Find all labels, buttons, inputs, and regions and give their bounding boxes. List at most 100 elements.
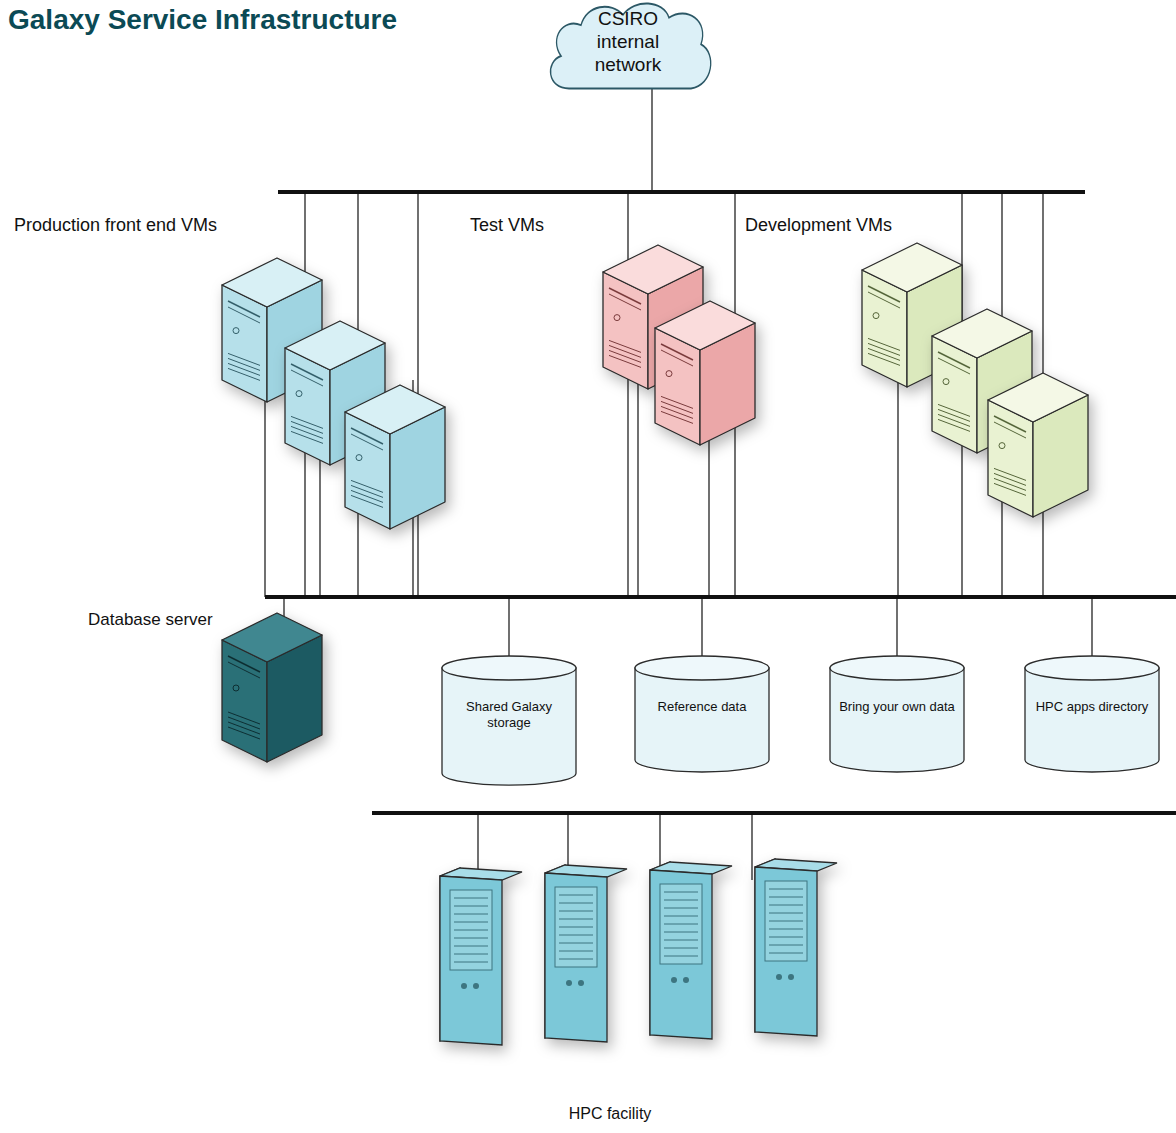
rack-vent bbox=[454, 938, 488, 939]
server-top bbox=[222, 613, 322, 662]
rack-vent bbox=[454, 954, 488, 955]
server-vent bbox=[291, 426, 323, 438]
storage-cylinder: Shared Galaxy storage bbox=[441, 655, 577, 786]
server-vent bbox=[868, 343, 900, 355]
server-slot bbox=[291, 370, 323, 386]
network-wire bbox=[508, 597, 509, 660]
cylinder-top bbox=[442, 656, 576, 680]
server-vent bbox=[351, 490, 383, 502]
server-vent bbox=[351, 480, 383, 492]
server-button bbox=[356, 455, 362, 461]
rack-vent bbox=[664, 940, 698, 941]
server-vent bbox=[938, 404, 970, 416]
server-button bbox=[999, 443, 1005, 449]
server-vent bbox=[868, 338, 900, 350]
server-top bbox=[345, 385, 445, 434]
server-button bbox=[666, 371, 672, 377]
network-wire bbox=[897, 380, 898, 597]
hpc-rack-icon bbox=[440, 868, 522, 1045]
server-vent bbox=[609, 340, 641, 352]
server-vent bbox=[994, 483, 1026, 495]
rack-vent bbox=[559, 911, 593, 912]
test-vm-icon bbox=[655, 301, 755, 445]
rack-vent bbox=[769, 937, 803, 938]
server-vent bbox=[228, 717, 260, 729]
hpc-rack-icon bbox=[545, 865, 627, 1042]
server-top bbox=[655, 301, 755, 350]
server-vent bbox=[661, 396, 693, 408]
server-vent bbox=[661, 401, 693, 413]
server-label: Database server bbox=[88, 610, 213, 630]
rack-vent bbox=[454, 906, 488, 907]
server-button bbox=[614, 315, 620, 321]
server-vent bbox=[351, 495, 383, 507]
hpc-rack-icon bbox=[650, 862, 732, 1039]
server-vent bbox=[228, 363, 260, 375]
rack-vent bbox=[559, 943, 593, 944]
rack-vent bbox=[769, 929, 803, 930]
database-server-icon bbox=[222, 613, 322, 762]
server-vent bbox=[228, 722, 260, 734]
server-top bbox=[603, 245, 703, 294]
network-bus bbox=[265, 595, 1176, 599]
rack-vent bbox=[559, 895, 593, 896]
server-slot bbox=[994, 422, 1026, 438]
node-text: HPC apps directory bbox=[1032, 655, 1152, 715]
rack-vent bbox=[769, 889, 803, 890]
rack-vent bbox=[664, 932, 698, 933]
network-wire bbox=[751, 813, 752, 880]
server-vent bbox=[661, 406, 693, 418]
storage-cylinder: HPC apps directory bbox=[1024, 655, 1160, 773]
server-button bbox=[233, 685, 239, 691]
cylinder-top bbox=[635, 656, 769, 680]
server-slot bbox=[868, 292, 900, 308]
server-slot bbox=[228, 307, 260, 323]
rack-vent bbox=[769, 913, 803, 914]
rack-led bbox=[566, 980, 572, 986]
server-vent bbox=[228, 712, 260, 724]
rack-led bbox=[473, 983, 479, 989]
server-vent bbox=[868, 353, 900, 365]
rack-vent bbox=[559, 903, 593, 904]
rack-vent bbox=[769, 897, 803, 898]
rack-vent bbox=[454, 962, 488, 963]
cylinder-body bbox=[635, 668, 769, 772]
network-wire bbox=[264, 380, 265, 597]
network-wire bbox=[637, 380, 638, 597]
rack-led bbox=[683, 977, 689, 983]
network-bus bbox=[372, 811, 1176, 815]
rack-vent bbox=[769, 905, 803, 906]
rack-vent bbox=[559, 919, 593, 920]
rack-vent bbox=[769, 945, 803, 946]
server-vent bbox=[994, 468, 1026, 480]
cylinder-top bbox=[1025, 656, 1159, 680]
rack-front bbox=[440, 876, 502, 1045]
rack-vent bbox=[454, 946, 488, 947]
server-vent bbox=[609, 345, 641, 357]
production-vm-icon bbox=[345, 385, 445, 529]
rack-vent bbox=[559, 951, 593, 952]
server-vent bbox=[228, 353, 260, 365]
facility-label: HPC facility bbox=[569, 1105, 652, 1123]
server-vent bbox=[291, 421, 323, 433]
rack-vent bbox=[559, 927, 593, 928]
server-button bbox=[943, 379, 949, 385]
rack-vent bbox=[769, 921, 803, 922]
cylinder-body bbox=[830, 668, 964, 772]
group-label: Development VMs bbox=[745, 215, 892, 236]
rack-vent bbox=[454, 930, 488, 931]
server-vent bbox=[291, 431, 323, 443]
rack-front bbox=[755, 867, 817, 1036]
server-vent bbox=[938, 419, 970, 431]
rack-led bbox=[578, 980, 584, 986]
server-vent bbox=[228, 358, 260, 370]
rack-panel bbox=[765, 881, 807, 961]
server-button bbox=[233, 328, 239, 334]
rack-vent bbox=[664, 916, 698, 917]
rack-vent bbox=[454, 914, 488, 915]
rack-panel bbox=[450, 890, 492, 970]
rack-vent bbox=[664, 908, 698, 909]
group-label: Test VMs bbox=[470, 215, 544, 236]
